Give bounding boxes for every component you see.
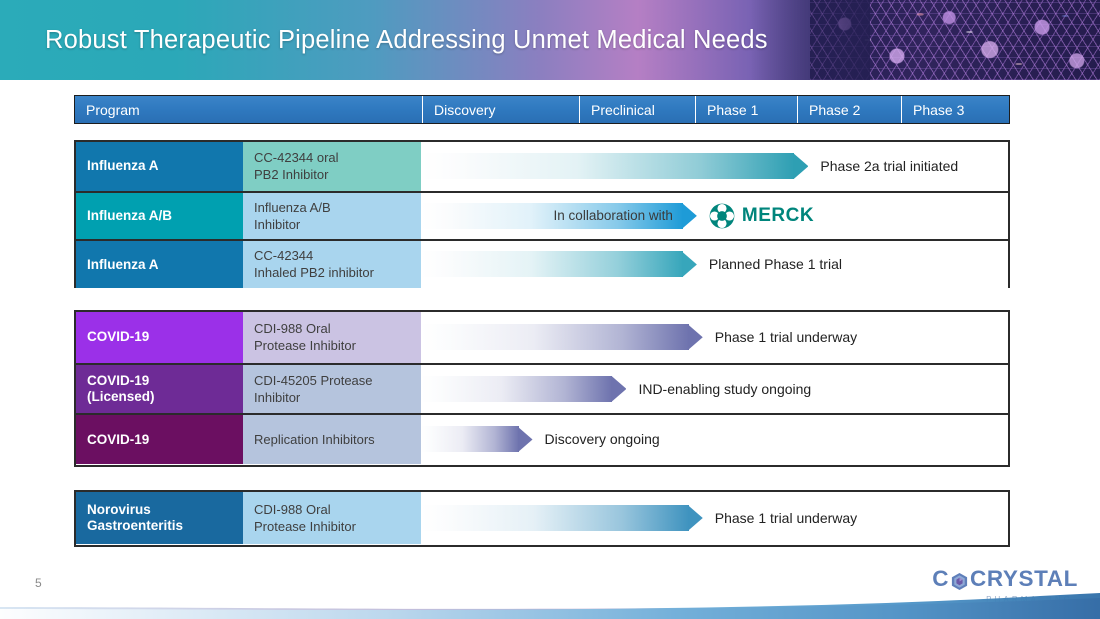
phase-track: Planned Phase 1 trial [421,241,1008,288]
arrow-head [681,251,697,278]
banner-gradient-fade [750,0,870,80]
merck-logo-icon [709,203,735,229]
column-header-preclinical: Preclinical [579,96,695,123]
column-header-phase-1: Phase 1 [695,96,797,123]
merck-wordmark: MERCK [741,204,815,226]
status-label: IND-enabling study ongoing [638,380,812,397]
logo-letter-c: C [932,566,950,591]
arrow-head [611,375,627,402]
footer-swoosh-decoration [0,593,1100,619]
logo-text-crystal: CRYSTAL [970,566,1078,591]
arrow-body [421,426,519,453]
column-header-phase-2: Phase 2 [797,96,901,123]
pipeline-table-header: Program Discovery Preclinical Phase 1 Ph… [74,95,1010,124]
phase-track: Discovery ongoing [421,415,1008,464]
status-label: Discovery ongoing [544,431,660,448]
phase-track: Phase 2a trial initiated [421,142,1008,191]
slide-banner: Robust Therapeutic Pipeline Addressing U… [0,0,1100,80]
program-cell: Influenza A [76,241,243,288]
page-title: Robust Therapeutic Pipeline Addressing U… [45,26,768,54]
program-cell: COVID-19(Licensed) [76,364,243,414]
arrow-body [421,505,689,531]
status-label: Planned Phase 1 trial [708,256,842,273]
program-cell: COVID-19 [76,312,243,363]
arrow-head [793,153,809,180]
program-cell: Influenza A [76,142,243,191]
program-cell: Influenza A/B [76,192,243,240]
arrow-head [687,324,703,351]
column-header-discovery: Discovery [422,96,579,123]
partner-logo-merck: MERCK [709,203,814,229]
progress-arrow [421,251,697,278]
column-header-program: Program [86,101,140,118]
status-label: Phase 2a trial initiated [820,158,959,175]
status-label: Phase 1 trial underway [714,329,858,346]
progress-arrow [421,505,703,531]
progress-arrow [421,426,533,453]
arrow-body [421,153,795,180]
arrow-body [421,375,613,402]
arrow-head [517,426,533,453]
progress-arrow [421,324,703,351]
column-header-phase-3: Phase 3 [901,96,1009,123]
hexagon-crystal-icon [950,572,969,591]
arrow-head [687,505,703,531]
cocrystal-logo-wordmark: C CRYSTAL [932,566,1078,591]
phase-track: Phase 1 trial underway [421,312,1008,363]
progress-arrow [421,153,809,180]
phase-track: Phase 1 trial underway [421,492,1008,544]
arrow-body [421,202,683,229]
arrow-body [421,251,683,278]
progress-arrow: In collaboration with [421,202,697,229]
arrow-body [421,324,689,351]
program-cell: COVID-19 [76,415,243,464]
phase-track: In collaboration with MERCK [421,192,1008,240]
arrow-inside-label: In collaboration with [553,208,673,224]
phase-track: IND-enabling study ongoing [421,364,1008,414]
drug-cell: Replication Inhibitors [243,415,421,464]
progress-arrow [421,375,627,402]
page-number: 5 [35,576,42,590]
status-label: Phase 1 trial underway [714,510,858,526]
